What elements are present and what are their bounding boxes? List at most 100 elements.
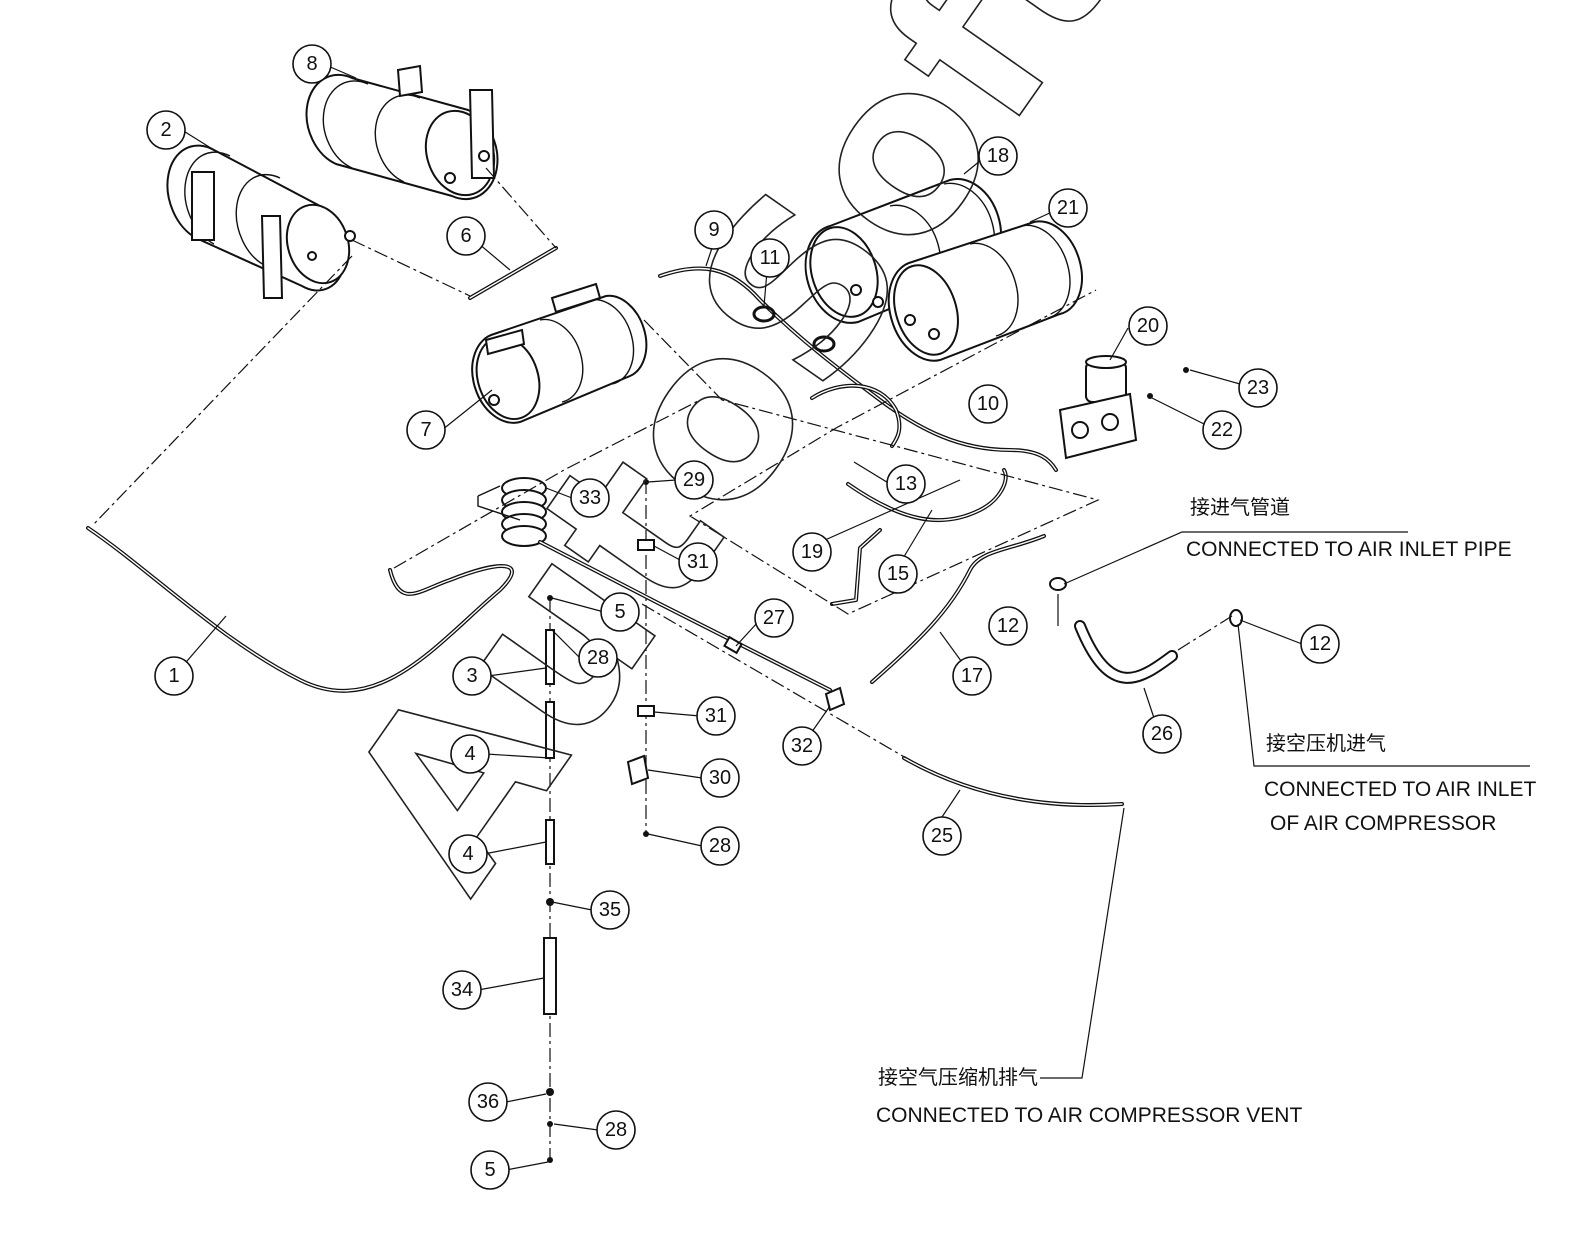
callout-17: 17 — [952, 656, 992, 696]
svg-text:36: 36 — [477, 1091, 499, 1113]
callout-4a: 4 — [450, 734, 490, 774]
callout-31b: 31 — [696, 696, 736, 736]
svg-text:28: 28 — [605, 1119, 627, 1141]
callout-25: 25 — [922, 816, 962, 856]
svg-text:4: 4 — [464, 743, 475, 765]
svg-text:28: 28 — [709, 835, 731, 857]
svg-text:1: 1 — [168, 665, 179, 687]
air-tank-21 — [887, 220, 1083, 362]
svg-text:29: 29 — [683, 469, 705, 491]
callout-13: 13 — [886, 464, 926, 504]
svg-text:15: 15 — [887, 563, 909, 585]
callout-29: 29 — [674, 460, 714, 500]
callout-31a: 31 — [678, 542, 718, 582]
svg-text:30: 30 — [709, 767, 731, 789]
svg-text:31: 31 — [705, 705, 727, 727]
svg-text:13: 13 — [895, 473, 917, 495]
pipe-17 — [870, 534, 1046, 684]
callout-4b: 4 — [448, 834, 488, 874]
pipe-15-19 — [830, 468, 1008, 606]
svg-text:32: 32 — [791, 735, 813, 757]
callout-28a: 28 — [578, 638, 618, 678]
svg-text:11: 11 — [760, 247, 781, 269]
svg-text:17: 17 — [961, 665, 983, 687]
svg-text:3: 3 — [466, 665, 477, 687]
clamps-12 — [1049, 577, 1243, 627]
callout-27: 27 — [754, 598, 794, 638]
svg-text:19: 19 — [801, 541, 823, 563]
leader-lines — [173, 65, 1530, 1171]
svg-text:7: 7 — [420, 419, 431, 441]
pipe-10 — [810, 383, 902, 448]
svg-text:28: 28 — [587, 647, 609, 669]
svg-text:9: 9 — [708, 219, 719, 241]
svg-text:22: 22 — [1211, 419, 1233, 441]
callout-15: 15 — [878, 554, 918, 594]
fastener-column-right — [626, 479, 655, 837]
svg-text:33: 33 — [579, 487, 601, 509]
callout-22: 22 — [1202, 410, 1242, 450]
svg-text:8: 8 — [306, 53, 317, 75]
svg-text:18: 18 — [987, 145, 1009, 167]
air-tank-2 — [166, 144, 356, 299]
pipe-9 — [658, 266, 1058, 472]
callout-20: 20 — [1128, 306, 1168, 346]
callout-9: 9 — [694, 210, 734, 250]
pipe-6 — [468, 246, 558, 300]
note-compressor-vent-cn: 接空气压缩机排气 — [878, 1065, 1038, 1089]
note-air-inlet-pipe-cn: 接进气管道 — [1190, 495, 1290, 519]
svg-text:25: 25 — [931, 825, 953, 847]
callout-7: 7 — [406, 410, 446, 450]
air-dryer-valve-20 — [1058, 355, 1189, 460]
note-air-inlet-pipe-en: CONNECTED TO AIR INLET PIPE — [1186, 538, 1512, 561]
callout-26: 26 — [1142, 714, 1182, 754]
callout-21: 21 — [1048, 188, 1088, 228]
callout-35: 35 — [590, 890, 630, 930]
callout-11: 11 — [750, 238, 790, 278]
fittings-27-32 — [723, 635, 846, 712]
svg-text:6: 6 — [460, 225, 471, 247]
callout-6: 6 — [446, 216, 486, 256]
air-tank-7 — [471, 282, 648, 424]
callout-5b: 5 — [470, 1150, 510, 1190]
annotation-notes: 接进气管道 CONNECTED TO AIR INLET PIPE 接空压机进气… — [876, 495, 1536, 1127]
callout-32: 32 — [782, 726, 822, 766]
callout-28c: 28 — [596, 1110, 636, 1150]
svg-text:31: 31 — [687, 551, 709, 573]
svg-text:12: 12 — [1309, 633, 1331, 655]
callout-23: 23 — [1238, 368, 1278, 408]
svg-text:21: 21 — [1057, 197, 1079, 219]
callout-30: 30 — [700, 758, 740, 798]
pipe-25 — [902, 756, 1124, 808]
svg-text:4: 4 — [462, 843, 473, 865]
note-compressor-inlet-en-2: OF AIR COMPRESSOR — [1270, 812, 1496, 835]
svg-text:27: 27 — [763, 607, 785, 629]
callout-1: 1 — [154, 656, 194, 696]
svg-text:35: 35 — [599, 899, 621, 921]
cooling-coil-33 — [477, 477, 547, 547]
callout-2: 2 — [146, 110, 186, 150]
callout-12a: 12 — [988, 606, 1028, 646]
pipe-1 — [86, 526, 514, 693]
pipe-coil-outlet — [538, 540, 832, 692]
hose-26 — [1074, 620, 1178, 684]
seal-rings-11 — [752, 305, 836, 353]
callout-28b: 28 — [700, 826, 740, 866]
connection-lines — [91, 167, 1233, 759]
callout-5a: 5 — [600, 592, 640, 632]
callout-19: 19 — [792, 532, 832, 572]
callout-36: 36 — [468, 1082, 508, 1122]
svg-text:12: 12 — [997, 615, 1019, 637]
svg-text:26: 26 — [1151, 723, 1173, 745]
svg-text:20: 20 — [1137, 315, 1159, 337]
svg-text:34: 34 — [451, 979, 473, 1001]
callout-3: 3 — [452, 656, 492, 696]
air-tank-8 — [305, 64, 499, 201]
note-compressor-vent-en: CONNECTED TO AIR COMPRESSOR VENT — [876, 1104, 1302, 1127]
svg-text:10: 10 — [977, 393, 999, 415]
callout-8: 8 — [292, 44, 332, 84]
svg-text:5: 5 — [484, 1159, 495, 1181]
callout-10: 10 — [968, 384, 1008, 424]
svg-text:23: 23 — [1247, 377, 1269, 399]
